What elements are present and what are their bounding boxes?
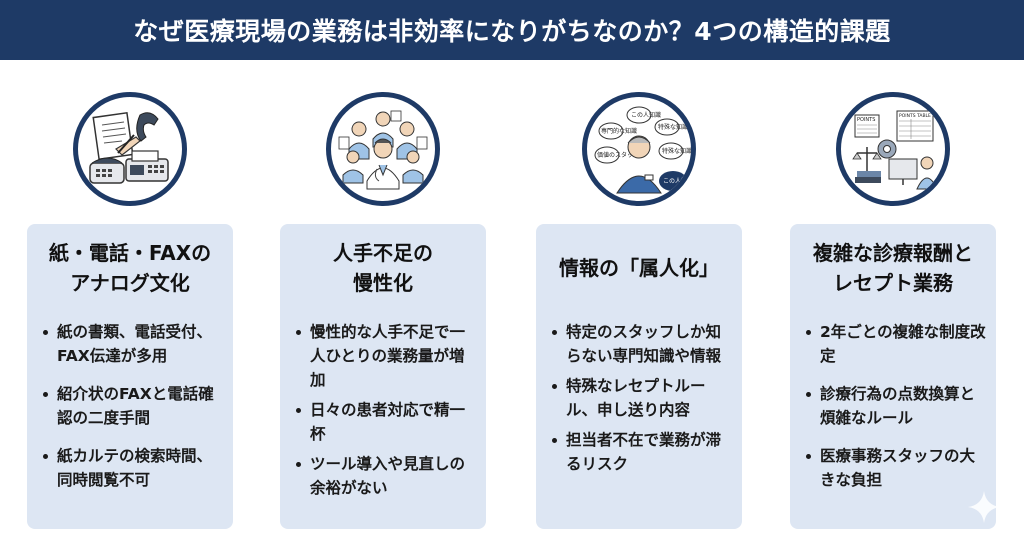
card-knowledge-silo: 情報の「属人化」 特定のスタッフしか知らない専門知識や情報 特殊なレセプトルール… xyxy=(536,224,742,529)
bullet-item: 診療行為の点数換算と煩雑なルール xyxy=(802,382,988,430)
knowledge-person-icon: この人知識 専門的な知識 特殊な知識 価値のスタッフ 特殊な知識 この人知っる xyxy=(582,92,696,206)
card-title: 人手不足の 慢性化 xyxy=(280,238,486,298)
card-title-line: 複雑な診療報酬と xyxy=(813,241,973,265)
card-title-line: 情報の「属人化」 xyxy=(559,256,719,280)
bullet-item: 担当者不在で業務が滞るリスク xyxy=(548,428,734,476)
paper-phone-fax-illustration xyxy=(89,111,169,184)
bullet-list: 特定のスタッフしか知らない専門知識や情報 特殊なレセプトルール、申し送り内容 担… xyxy=(548,320,734,482)
bullet-list: 慢性的な人手不足で一人ひとりの業務量が増加 日々の患者対応で精一杯 ツール導入や… xyxy=(292,320,478,506)
bullet-list: 2年ごとの複雑な制度改定 診療行為の点数換算と煩雑なルール 医療事務スタッフの大… xyxy=(802,320,988,506)
bullet-item: 特殊なレセプトルール、申し送り内容 xyxy=(548,374,734,422)
card-title: 情報の「属人化」 xyxy=(536,253,742,283)
bullet-list: 紙の書類、電話受付、FAX伝達が多用 紹介状のFAXと電話確認の二度手間 紙カル… xyxy=(39,320,225,506)
bullet-item: 特定のスタッフしか知らない専門知識や情報 xyxy=(548,320,734,368)
bubble-label: この人知っる xyxy=(663,177,691,185)
busy-staff-illustration xyxy=(338,110,428,190)
card-title: 複雑な診療報酬と レセプト業務 xyxy=(790,238,996,298)
points-table-illustration: POINTS TABLE POINTS xyxy=(852,110,938,190)
card-title-line: アナログ文化 xyxy=(70,271,190,295)
busy-staff-icon xyxy=(326,92,440,206)
card-title-line: 慢性化 xyxy=(353,271,413,295)
sign-label: POINTS xyxy=(857,117,875,123)
bullet-item: 医療事務スタッフの大きな負担 xyxy=(802,444,988,492)
card-staff-shortage: 人手不足の 慢性化 慢性的な人手不足で一人ひとりの業務量が増加 日々の患者対応で… xyxy=(280,224,486,529)
sign-label: POINTS TABLE xyxy=(899,113,931,119)
card-medical-fee: 複雑な診療報酬と レセプト業務 2年ごとの複雑な制度改定 診療行為の点数換算と煩… xyxy=(790,224,996,529)
bubble-label: この人知識 xyxy=(631,111,661,119)
bubble-label: 特殊な知識 xyxy=(662,147,691,155)
paper-phone-fax-icon xyxy=(73,92,187,206)
bullet-item: ツール導入や見直しの余裕がない xyxy=(292,452,478,500)
sparkle-icon xyxy=(968,491,1000,523)
bullet-item: 紙の書類、電話受付、FAX伝達が多用 xyxy=(39,320,225,368)
card-analog-culture: 紙・電話・FAXの アナログ文化 紙の書類、電話受付、FAX伝達が多用 紹介状の… xyxy=(27,224,233,529)
bullet-item: 日々の患者対応で精一杯 xyxy=(292,398,478,446)
points-table-icon: POINTS TABLE POINTS xyxy=(836,92,950,206)
bubble-label: 専門的な知識 xyxy=(601,127,637,135)
header-banner: なぜ医療現場の業務は非効率になりがちなのか？4つの構造的課題 xyxy=(0,0,1024,60)
bullet-item: 紹介状のFAXと電話確認の二度手間 xyxy=(39,382,225,430)
card-title-line: 紙・電話・FAXの xyxy=(48,241,212,265)
bullet-item: 2年ごとの複雑な制度改定 xyxy=(802,320,988,368)
card-title-line: レセプト業務 xyxy=(833,271,953,295)
bubble-label: 特殊な知識 xyxy=(658,123,688,131)
page-title: なぜ医療現場の業務は非効率になりがちなのか？4つの構造的課題 xyxy=(133,17,891,46)
bullet-item: 慢性的な人手不足で一人ひとりの業務量が増加 xyxy=(292,320,478,392)
card-title-line: 人手不足の xyxy=(333,241,433,265)
bubble-label: 価値のスタッフ xyxy=(597,151,639,159)
bullet-item: 紙カルテの検索時間、同時閲覧不可 xyxy=(39,444,225,492)
knowledge-person-illustration: この人知識 専門的な知識 特殊な知識 価値のスタッフ 特殊な知識 この人知っる xyxy=(594,106,691,194)
card-title: 紙・電話・FAXの アナログ文化 xyxy=(27,238,233,298)
